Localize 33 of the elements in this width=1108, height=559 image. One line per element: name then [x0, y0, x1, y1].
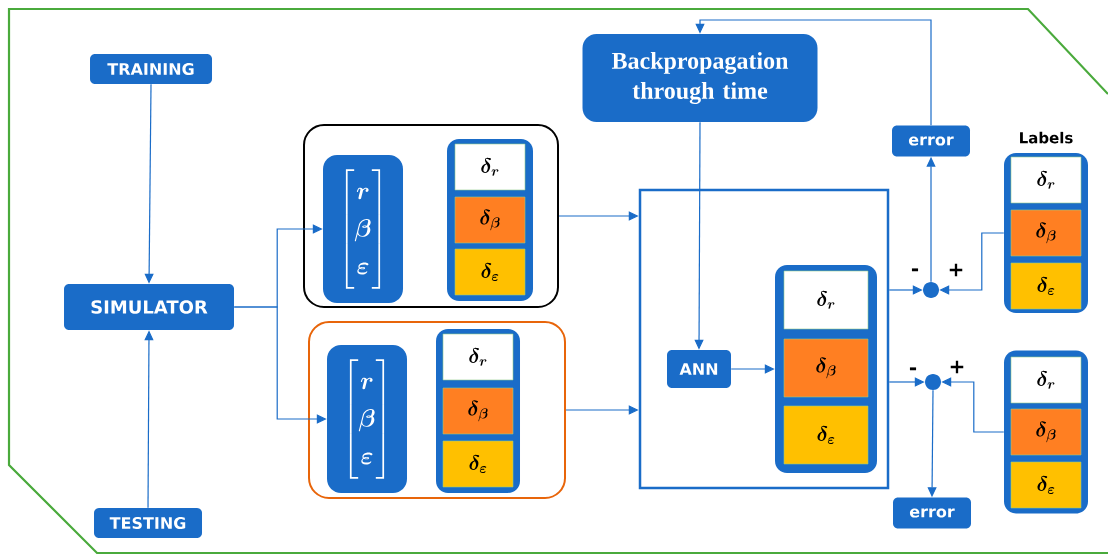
value-cell: $\delta_\varepsilon$	[442, 440, 514, 488]
sign-label: +	[949, 263, 963, 277]
model-box	[638, 188, 890, 490]
vector-box: $\begin{bmatrix} r \\ \beta \\ \varepsilon \end{bmatrix}$	[323, 155, 403, 303]
value-cell: $\delta_\beta$	[454, 196, 526, 244]
group-box	[308, 321, 566, 499]
group-box	[303, 124, 559, 308]
sign-label: -	[911, 268, 919, 272]
value-cell: $\delta_\beta$	[1010, 209, 1082, 257]
value-cell: $\delta_r$	[442, 333, 514, 381]
value-cell: $\delta_r$	[454, 143, 526, 191]
value-cell: $\delta_r$	[1010, 356, 1082, 404]
process-box: ANN	[667, 350, 731, 388]
value-cell: $\delta_r$	[783, 270, 869, 330]
process-box: SIMULATOR	[64, 284, 234, 330]
process-box: TESTING	[94, 508, 202, 538]
arrow	[695, 19, 932, 126]
sign-label: -	[909, 367, 917, 371]
process-box: error	[893, 497, 971, 529]
value-cell: $\delta_\beta$	[783, 338, 869, 398]
process-box: Backpropagation through time	[582, 34, 818, 122]
value-cell: $\delta_\beta$	[1010, 408, 1082, 456]
value-cell: $\delta_\varepsilon$	[1010, 262, 1082, 310]
process-box: error	[892, 125, 970, 157]
value-cell: $\delta_\varepsilon$	[454, 248, 526, 296]
value-cell: $\delta_r$	[1010, 156, 1082, 204]
heading-text: Labels	[1020, 131, 1073, 144]
value-cell: $\delta_\varepsilon$	[783, 405, 869, 465]
value-cell: $\delta_\varepsilon$	[1010, 461, 1082, 509]
process-box: TRAINING	[90, 54, 212, 84]
vector-box: $\begin{bmatrix} r \\ \beta \\ \varepsilon \end{bmatrix}$	[327, 345, 407, 493]
sign-label: +	[950, 360, 964, 374]
value-cell: $\delta_\beta$	[442, 387, 514, 435]
